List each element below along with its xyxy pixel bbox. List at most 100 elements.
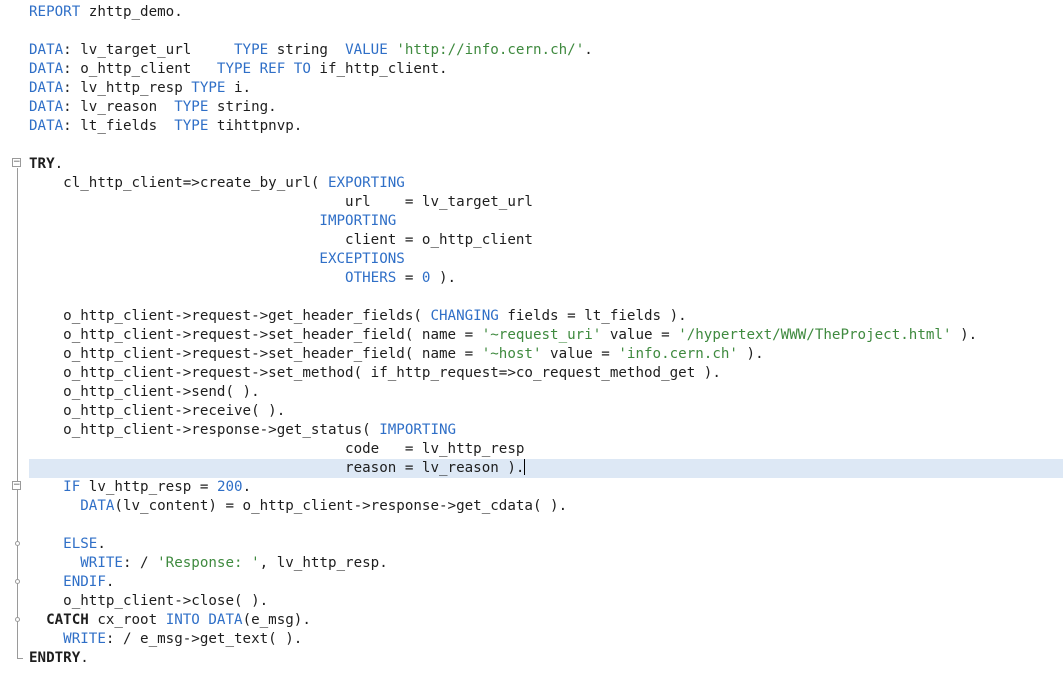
fold-toggle-try-icon[interactable]: − <box>12 157 21 167</box>
keyword-token: EXCEPTIONS <box>319 251 405 267</box>
code-token: if_http_client. <box>310 61 448 77</box>
string-literal: '~host' <box>481 346 542 362</box>
code-line[interactable]: o_http_client->request->set_header_field… <box>29 345 1063 364</box>
code-token: . <box>54 156 64 172</box>
code-token: : lv_http_resp <box>63 80 192 96</box>
code-line[interactable]: ELSE. <box>29 535 1063 554</box>
code-line[interactable]: cl_http_client=>create_by_url( EXPORTING <box>29 174 1063 193</box>
code-token: . <box>97 536 106 552</box>
code-token: . <box>242 479 252 495</box>
string-literal: '~request_uri' <box>481 327 602 343</box>
code-token <box>29 270 345 286</box>
keyword-token: TYPE <box>174 99 209 115</box>
keyword-token: TYPE <box>234 42 269 58</box>
string-literal: '/hypertext/WWW/TheProject.html' <box>678 327 952 343</box>
code-line[interactable]: WRITE: / e_msg->get_text( ). <box>29 630 1063 649</box>
code-line[interactable] <box>29 136 1063 155</box>
code-line[interactable] <box>29 22 1063 41</box>
fold-gutter: − − <box>0 0 26 676</box>
code-line[interactable]: o_http_client->send( ). <box>29 383 1063 402</box>
text-caret <box>524 459 526 475</box>
code-line[interactable]: OTHERS = 0 ). <box>29 269 1063 288</box>
code-token: o_http_client->request->set_header_field… <box>29 327 482 343</box>
code-token: ). <box>951 327 978 343</box>
code-token: o_http_client->request->set_method( if_h… <box>29 365 721 381</box>
code-line[interactable]: ENDTRY. <box>29 649 1063 668</box>
code-line[interactable]: DATA: lv_target_url TYPE string VALUE 'h… <box>29 41 1063 60</box>
number-literal: 200 <box>216 479 243 495</box>
code-line[interactable]: TRY. <box>29 155 1063 174</box>
code-token <box>29 251 319 267</box>
keyword-token: IF <box>63 479 81 495</box>
code-line[interactable] <box>29 516 1063 535</box>
keyword-token: REPORT <box>29 4 81 20</box>
code-token: cx_root <box>88 612 166 628</box>
fold-toggle-if-icon[interactable]: − <box>12 480 21 490</box>
code-line[interactable]: o_http_client->receive( ). <box>29 402 1063 421</box>
fold-marker-endif-icon <box>15 579 20 584</box>
keyword-token: IMPORTING <box>319 213 397 229</box>
code-line[interactable]: o_http_client->close( ). <box>29 592 1063 611</box>
code-token <box>29 479 63 495</box>
code-line[interactable]: DATA: lv_reason TYPE string. <box>29 98 1063 117</box>
fold-end-icon <box>17 658 23 659</box>
fold-marker-catch-icon <box>15 617 20 622</box>
code-line[interactable]: DATA: lv_http_resp TYPE i. <box>29 79 1063 98</box>
code-line[interactable]: reason = lv_reason ). <box>29 459 1063 478</box>
code-line[interactable]: CATCH cx_root INTO DATA(e_msg). <box>29 611 1063 630</box>
code-token: fields = lt_fields ). <box>498 308 687 324</box>
code-token: (e_msg). <box>242 612 311 628</box>
code-line[interactable]: o_http_client->response->get_status( IMP… <box>29 421 1063 440</box>
code-token: : lv_target_url <box>63 42 235 58</box>
keyword-token: TYPE REF TO <box>216 61 311 77</box>
fold-line <box>17 168 18 658</box>
code-line[interactable]: ENDIF. <box>29 573 1063 592</box>
keyword-token: CATCH <box>46 612 89 628</box>
code-line[interactable]: o_http_client->request->set_method( if_h… <box>29 364 1063 383</box>
code-line[interactable]: DATA: lt_fields TYPE tihttpnvp. <box>29 117 1063 136</box>
code-line[interactable]: IF lv_http_resp = 200. <box>29 478 1063 497</box>
code-line[interactable]: code = lv_http_resp <box>29 440 1063 459</box>
fold-marker-else-icon <box>15 541 20 546</box>
code-line[interactable]: WRITE: / 'Response: ', lv_http_resp. <box>29 554 1063 573</box>
code-line[interactable]: DATA(lv_content) = o_http_client->respon… <box>29 497 1063 516</box>
code-token <box>29 213 319 229</box>
code-token: zhttp_demo. <box>80 4 183 20</box>
code-lines[interactable]: REPORT zhttp_demo. DATA: lv_target_url TY… <box>29 3 1063 668</box>
code-token: : lv_reason <box>63 99 175 115</box>
code-line[interactable] <box>29 288 1063 307</box>
code-token: code = lv_http_resp <box>29 441 525 457</box>
code-line[interactable]: client = o_http_client <box>29 231 1063 250</box>
code-token: o_http_client->send( ). <box>29 384 260 400</box>
code-line[interactable]: IMPORTING <box>29 212 1063 231</box>
code-token: client = o_http_client <box>29 232 533 248</box>
code-line[interactable]: o_http_client->request->set_header_field… <box>29 326 1063 345</box>
code-line[interactable]: REPORT zhttp_demo. <box>29 3 1063 22</box>
code-token: o_http_client->close( ). <box>29 593 269 609</box>
code-token: reason = lv_reason ). <box>29 460 525 476</box>
keyword-token: TYPE <box>174 118 209 134</box>
code-token: : lt_fields <box>63 118 175 134</box>
keyword-token: WRITE <box>80 555 123 571</box>
code-token: url = lv_target_url <box>29 194 533 210</box>
code-line[interactable]: url = lv_target_url <box>29 193 1063 212</box>
keyword-token: INTO DATA <box>165 612 243 628</box>
keyword-token: OTHERS <box>345 270 397 286</box>
string-literal: 'info.cern.ch' <box>618 346 738 362</box>
code-token: . <box>105 574 115 590</box>
code-token <box>29 612 46 628</box>
code-line[interactable]: EXCEPTIONS <box>29 250 1063 269</box>
code-line[interactable]: DATA: o_http_client TYPE REF TO if_http_… <box>29 60 1063 79</box>
code-token: ). <box>430 270 457 286</box>
code-token: value = <box>601 327 679 343</box>
code-token: : / <box>122 555 158 571</box>
keyword-token: CHANGING <box>430 308 499 324</box>
code-token: o_http_client->response->get_status( <box>29 422 380 438</box>
code-token: o_http_client->receive( ). <box>29 403 286 419</box>
keyword-token: TYPE <box>191 80 226 96</box>
code-token: i. <box>225 80 252 96</box>
code-token: (lv_content) = o_http_client->response->… <box>114 498 568 514</box>
code-token: , lv_http_resp. <box>259 555 388 571</box>
code-line[interactable]: o_http_client->request->get_header_field… <box>29 307 1063 326</box>
